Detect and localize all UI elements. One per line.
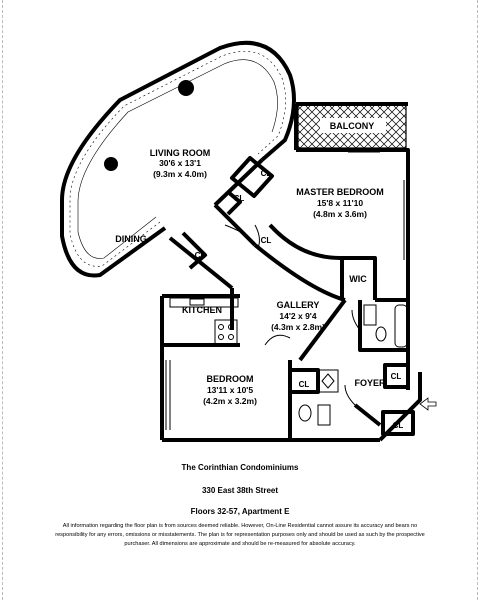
apartment-floors: Floors 32-57, Apartment E	[190, 507, 290, 516]
closet-label-master-lower: CL	[261, 236, 272, 245]
master-bedroom-dim-metric: (4.8m x 3.6m)	[313, 209, 367, 219]
closet-label-foyer-lower: CL	[393, 421, 404, 430]
left-page-edge	[2, 0, 3, 600]
living-room-dim-metric: (9.3m x 4.0m)	[153, 169, 207, 179]
kitchen-fixtures	[169, 297, 239, 345]
foyer-label: FOYER	[354, 378, 386, 388]
closet-label-foyer-right: CL	[391, 372, 402, 381]
master-bedroom-label: MASTER BEDROOM	[296, 187, 384, 197]
entry-arrow-icon	[419, 397, 437, 411]
windows	[165, 151, 405, 430]
door-swings	[189, 224, 361, 406]
column-upper	[178, 80, 194, 96]
column-lower	[104, 157, 118, 171]
bathroom-fixtures	[298, 304, 408, 426]
kitchen-label: KITCHEN	[182, 305, 222, 315]
living-room-label: LIVING ROOM	[150, 148, 211, 158]
balcony-label: BALCONY	[330, 121, 375, 131]
closet-label-bedroom: CL	[299, 380, 310, 389]
bedroom-label: BEDROOM	[207, 374, 254, 384]
bedroom-dim-imperial: 13'11 x 10'5	[207, 385, 253, 395]
building-name: The Corinthian Condominiums	[181, 463, 299, 472]
building-address: 330 East 38th Street	[201, 486, 279, 495]
closet-label-dining: CL	[195, 251, 206, 260]
closet-label-master-upper: CL	[261, 169, 272, 178]
right-page-edge	[477, 0, 478, 600]
gallery-dim-metric: (4.3m x 2.8m)	[271, 322, 325, 332]
living-wing-walls	[60, 40, 296, 278]
gallery-dim-imperial: 14'2 x 9'4	[279, 311, 316, 321]
closet-label-master-left: CL	[234, 194, 245, 203]
gallery-label: GALLERY	[277, 300, 320, 310]
bedroom-dim-metric: (4.2m x 3.2m)	[203, 396, 257, 406]
master-bedroom-dim-imperial: 15'8 x 11'10	[317, 198, 363, 208]
living-room-dim-imperial: 30'6 x 13'1	[159, 158, 201, 168]
dining-label: DINING	[115, 234, 147, 244]
wic-label: WIC	[349, 274, 367, 284]
floor-plan: LIVING ROOM 30'6 x 13'1 (9.3m x 4.0m) DI…	[60, 40, 437, 442]
apartment-walls	[160, 148, 422, 442]
disclaimer-text: All information regarding the floor plan…	[55, 523, 425, 547]
